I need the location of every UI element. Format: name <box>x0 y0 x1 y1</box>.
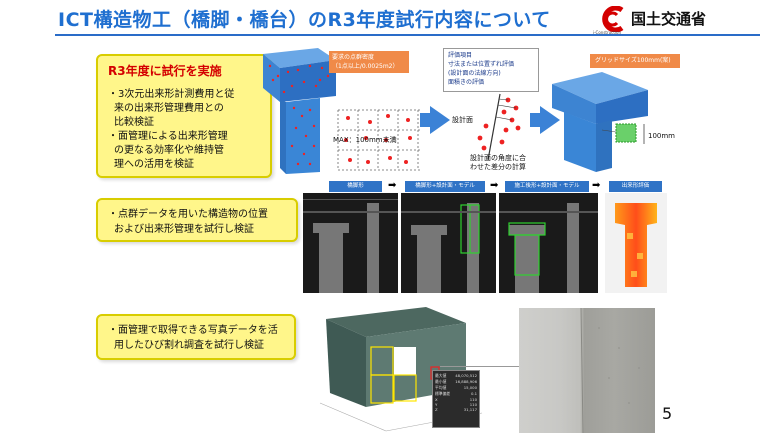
point-cloud-line-1: ・点群データを用いた構造物の位置 <box>108 209 268 220</box>
grid-sampling-diagram <box>337 109 420 171</box>
density-note-line-1: 要求の点群密度 <box>332 54 375 61</box>
agency-name: 国土交通省 <box>631 10 707 28</box>
stats-value-3: 15,000 <box>463 385 477 390</box>
difference-calc-label: 設計面の角度に合 わせた差分の計算 <box>470 154 526 172</box>
stats-row-7: Z 31,117 <box>435 407 477 412</box>
caption-pier-design-model: 橋脚形+設計面・モデル <box>405 181 485 192</box>
r3-trial-heading: R3年度に試行を実施 <box>108 64 222 78</box>
pier-point-cloud-image-3 <box>499 193 598 293</box>
caption-arrow-1-icon: ➡ <box>388 180 397 191</box>
calc-line-2: わせた差分の計算 <box>470 163 526 171</box>
flow-arrow-1-stem <box>420 113 430 127</box>
pier-point-density-illustration <box>263 48 336 174</box>
density-note: 要求の点群密度 （1点以上/0.0025m2） <box>329 51 409 73</box>
grid-size-note: グリッドサイズ100mm(案) <box>590 54 680 68</box>
items-line-4: 面積きの評価 <box>448 79 485 86</box>
point-cloud-panel-1 <box>303 193 398 293</box>
stats-row-5: X 110 <box>435 397 477 402</box>
design-surface-diagram <box>477 93 521 161</box>
crack-survey-box: ・面管理で取得できる写真データを活 用したひび割れ調査を試行し検証 <box>96 314 296 360</box>
r3-line-1: ・3次元出来形計測費用と従 <box>108 89 235 100</box>
stats-value-4: 0.1 <box>470 391 477 396</box>
r3-line-5: の更なる効率化や維持管 <box>114 145 224 156</box>
r3-trial-box: R3年度に試行を実施 ・3次元出来形計測費用と従 来の出来形管理費用との 比較検… <box>96 54 272 178</box>
stats-label-6: Y <box>435 402 438 407</box>
stats-value-6: 110 <box>469 402 477 407</box>
crack-photo-texture <box>580 307 640 434</box>
items-line-2: 寸法または位置ずれ評価 <box>448 61 515 68</box>
logo-subtext: i-Construction <box>593 30 622 35</box>
heatmap-panel <box>605 193 667 293</box>
stats-row-3: 平均値 15,000 <box>435 385 477 391</box>
stats-label-1: 最大値 <box>435 373 447 378</box>
title-divider <box>55 34 760 36</box>
density-note-line-2: （1点以上/0.0025m2） <box>332 63 399 70</box>
mlit-logo-icon <box>602 6 624 32</box>
zoom-connector-line <box>440 366 520 367</box>
stats-value-7: 31,117 <box>463 407 477 412</box>
concrete-surface-photo <box>519 307 655 434</box>
pier-point-cloud-image-2 <box>401 193 496 293</box>
flow-arrow-2-stem <box>530 113 540 127</box>
caption-arrow-3-icon: ➡ <box>592 180 601 191</box>
deviation-heatmap-image <box>615 203 657 287</box>
r3-line-2: 来の出来形管理費用との <box>114 103 224 114</box>
stats-label-4: 標準偏差 <box>435 391 451 396</box>
pier-grid-illustration <box>552 72 648 172</box>
crack-survey-line-2: 用したひび割れ調査を試行し検証 <box>114 340 264 351</box>
page-number: 5 <box>662 404 673 423</box>
caption-pier-shape: 橋脚形 <box>329 181 382 192</box>
point-cloud-line-2: および出来形管理を試行し検証 <box>114 224 254 235</box>
stats-popup: 最大値 48,070,512 最小値 16,888,906 平均値 15,000 標準… <box>432 370 480 428</box>
point-cloud-panel-2 <box>401 193 496 293</box>
stats-label-2: 最小値 <box>435 379 447 384</box>
evaluation-items-note: 評価項目 寸法または位置ずれ評価 (設計面の法線方向) 面積きの評価 <box>443 48 539 92</box>
stats-label-7: Z <box>435 407 438 412</box>
point-cloud-panel-3 <box>499 193 598 293</box>
stats-label-3: 平均値 <box>435 385 447 390</box>
stats-row-6: Y 110 <box>435 402 477 407</box>
flow-arrow-1-icon <box>430 106 450 134</box>
items-line-1: 評価項目 <box>448 52 473 59</box>
pier-point-cloud-image-1 <box>303 193 398 293</box>
page-title: ICT構造物工（橋脚・橋台）のR3年度試行内容について <box>58 9 551 31</box>
r3-line-6: 理への活用を検証 <box>114 159 194 170</box>
r3-line-3: 比較検証 <box>114 117 154 128</box>
caption-evaluation: 出来形評価 <box>609 181 662 192</box>
stats-row-4: 標準偏差 0.1 <box>435 391 477 397</box>
grid-dimension-label: 100mm <box>648 132 675 140</box>
max-label: MAX：100mm未満 <box>333 136 397 144</box>
items-line-3: (設計面の法線方向) <box>448 70 501 77</box>
caption-arrow-2-icon: ➡ <box>490 180 499 191</box>
stats-label-5: X <box>435 397 438 402</box>
stats-row-1: 最大値 48,070,512 <box>435 373 477 379</box>
stats-row-2: 最小値 16,888,906 <box>435 379 477 385</box>
stats-value-5: 110 <box>469 397 477 402</box>
crack-survey-line-1: ・面管理で取得できる写真データを活 <box>108 325 278 336</box>
flow-arrow-2-icon <box>540 106 560 134</box>
calc-line-1: 設計面の角度に合 <box>470 154 526 162</box>
caption-post-construction-model: 施工後形+設計面・モデル <box>505 181 589 192</box>
r3-line-4: ・面管理による出来形管理 <box>108 131 228 142</box>
point-cloud-box: ・点群データを用いた構造物の位置 および出来形管理を試行し検証 <box>96 198 298 242</box>
stats-value-1: 48,070,512 <box>455 373 477 378</box>
stats-value-2: 16,888,906 <box>455 379 477 384</box>
design-surface-label: 設計面 <box>452 116 473 124</box>
